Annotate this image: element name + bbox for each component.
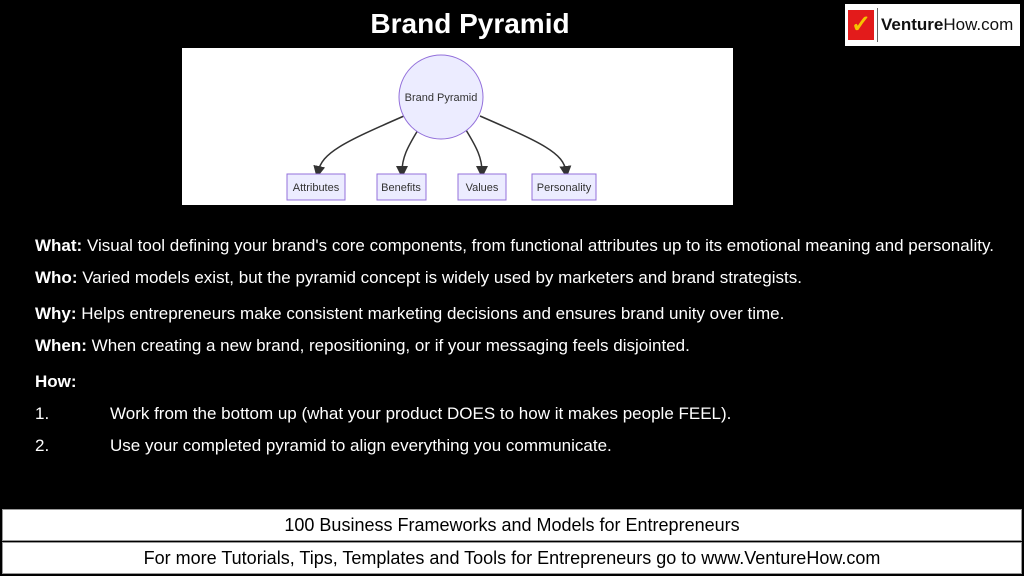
how-step: 1.Work from the bottom up (what your pro…: [35, 404, 732, 423]
node-values-label: Values: [466, 182, 499, 194]
node-attributes: [286, 173, 346, 201]
venturehow-logo: ✓ VentureHow.com: [845, 4, 1020, 46]
footer-series-title: 100 Business Frameworks and Models for E…: [2, 509, 1022, 541]
what-text: What: Visual tool defining your brand's …: [35, 236, 994, 255]
why-text: Why: Helps entrepreneurs make consistent…: [35, 304, 785, 323]
how-label: How:: [35, 372, 77, 391]
node-benefits: [376, 173, 427, 201]
description: What: Visual tool defining your brand's …: [35, 234, 995, 458]
brand-pyramid-diagram: Brand Pyramid Attributes Benefits Values…: [182, 48, 733, 205]
edge-benefits: [396, 129, 419, 178]
node-personality-label: Personality: [537, 182, 592, 194]
footer-link-text: For more Tutorials, Tips, Templates and …: [2, 542, 1022, 574]
edge-personality: [479, 115, 572, 178]
page-title: Brand Pyramid: [370, 8, 570, 39]
how-step: 2.Use your completed pyramid to align ev…: [35, 436, 612, 455]
checkmark-logo-icon: ✓: [848, 10, 874, 40]
logo-divider: [877, 8, 878, 42]
when-text: When: When creating a new brand, reposit…: [35, 336, 690, 355]
logo-text: VentureHow.com: [881, 15, 1014, 34]
edge-attributes: [313, 115, 405, 178]
who-text: Who: Varied models exist, but the pyrami…: [35, 268, 802, 287]
root-node: [398, 54, 484, 140]
edge-values: [465, 129, 488, 178]
node-personality: [531, 173, 597, 201]
node-benefits-label: Benefits: [381, 182, 421, 194]
node-values: [457, 173, 507, 201]
node-attributes-label: Attributes: [293, 182, 340, 194]
root-node-label: Brand Pyramid: [405, 92, 478, 104]
